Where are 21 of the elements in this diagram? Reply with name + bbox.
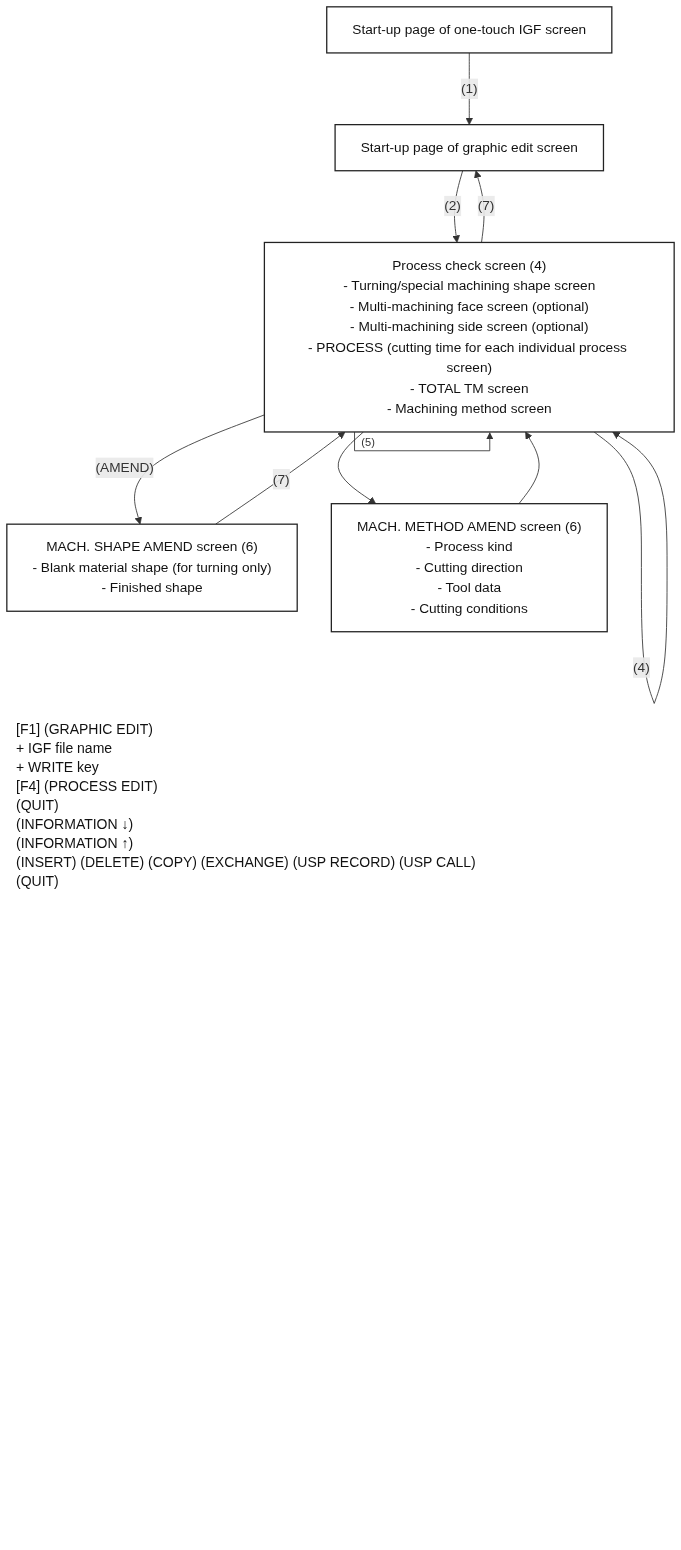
- node-box: Start-up page of graphic edit screen: [334, 124, 605, 172]
- key-label: (INSERT) (DELETE) (COPY) (EXCHANGE) (USP RECORD) (USP CALL): [16, 854, 477, 871]
- edge-label: (AMEND): [95, 460, 154, 475]
- node-box: MACH. SHAPE AMEND screen (6) - Blank material shape (for turning only) - Finished shape: [6, 523, 298, 612]
- key-label: + IGF file name: [16, 740, 114, 757]
- edge-label: (4): [633, 659, 650, 675]
- edge-label: (7): [477, 198, 495, 213]
- edge-label: (7): [272, 471, 290, 487]
- key-label: (INFORMATION ↓): [16, 816, 135, 833]
- edge-label: (1): [460, 81, 478, 96]
- node-box: Process check screen (4) - Turning/special machining shape screen - Multi-machining face screen (optional) - Multi-machining side screen (optional) - PROCESS (cutting time for each individual process screen) - TOTAL TM screen - Machining method screen: [263, 241, 675, 433]
- key-label: (QUIT): [16, 873, 60, 890]
- edge-label: (5): [361, 436, 375, 449]
- key-label: [F1] (GRAPHIC EDIT): [16, 721, 154, 738]
- edge-label: (2): [444, 198, 461, 213]
- key-label: [F4] (PROCESS EDIT): [16, 778, 159, 795]
- node-box: Start-up page of one-touch IGF screen: [326, 6, 613, 54]
- key-label: + WRITE key: [16, 759, 100, 776]
- key-label: (QUIT): [16, 797, 60, 814]
- node-box: MACH. METHOD AMEND screen (6) - Process kind - Cutting direction - Tool data - Cutting conditions: [330, 503, 608, 633]
- key-label: (INFORMATION ↑): [16, 835, 135, 852]
